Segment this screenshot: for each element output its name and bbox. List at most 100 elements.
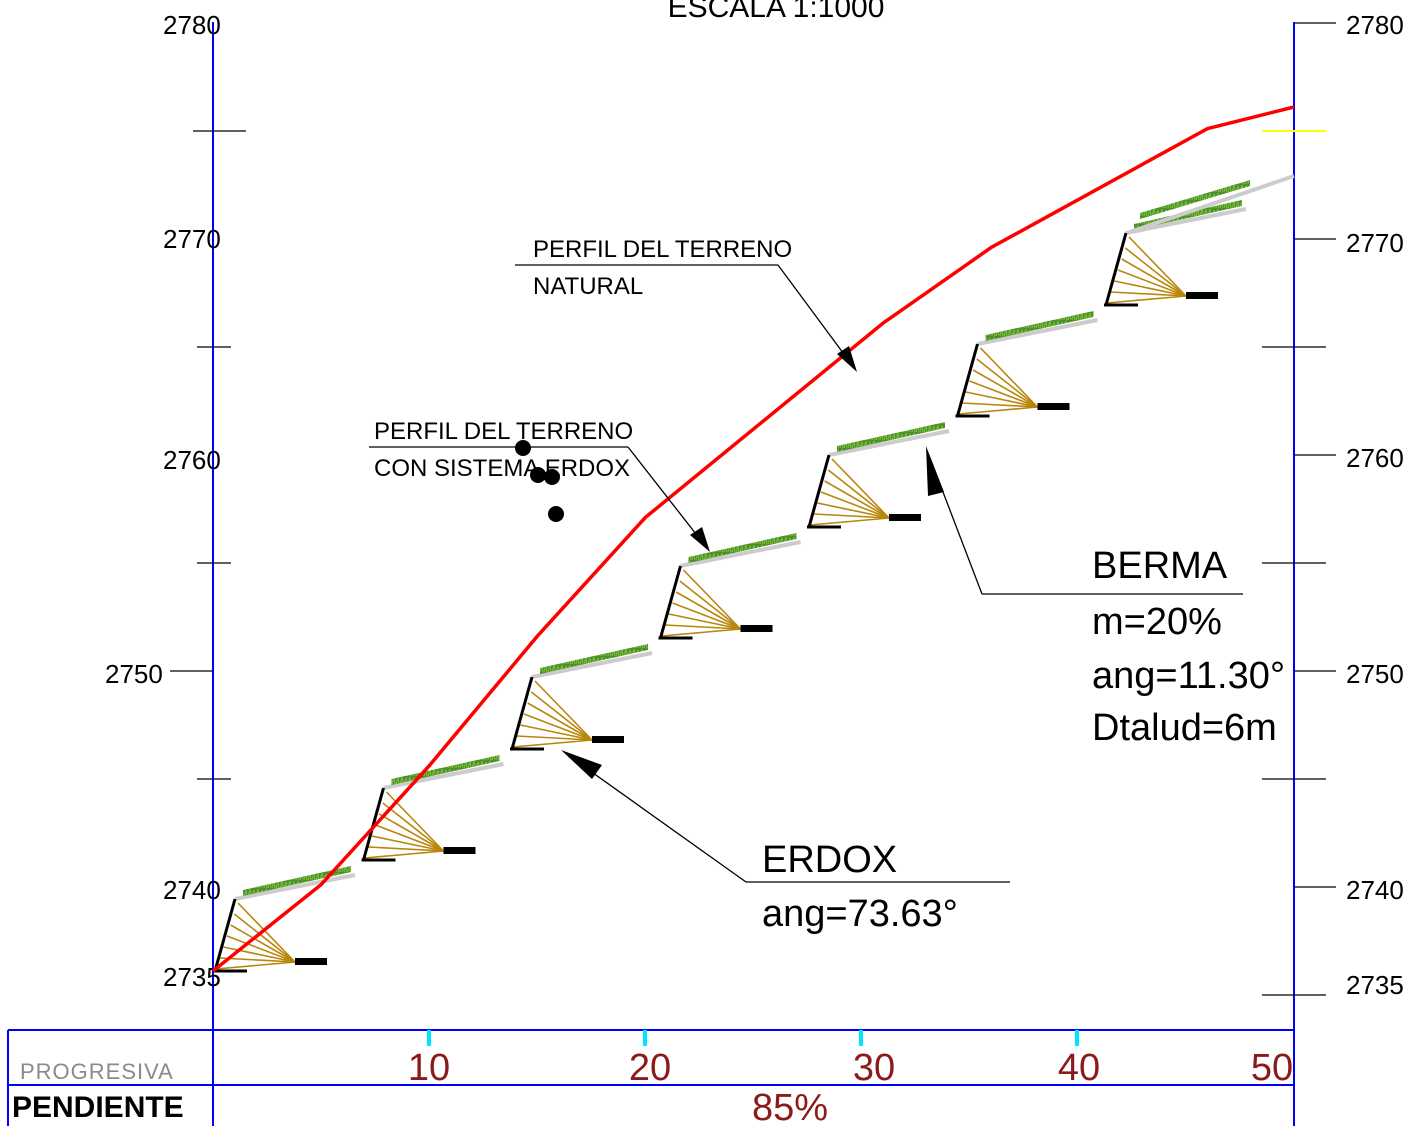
berm-vegetation [540,644,648,674]
erdox-anchor [675,591,741,630]
right-label-2760: 2760 [1346,443,1404,473]
berm-surface [1125,207,1247,235]
left-label-2735: 2735 [163,962,221,992]
berm-vegetation [243,866,351,896]
erdox-anchor [534,680,593,741]
erdox-anchor [820,491,890,519]
erdox-anchor [958,406,1038,415]
natural-profile-callout: PERFIL DEL TERRENO NATURAL [515,236,857,372]
erdox-wall [362,787,385,861]
x-label-50: 50 [1251,1047,1293,1089]
erdox-angle: ang=73.63° [762,893,958,935]
berma-title: BERMA [1092,545,1228,587]
top-berm-vegetation [1140,180,1250,219]
right-label-2735: 2735 [1346,970,1404,1000]
erdox-anchor [523,713,593,741]
erdox-anchor [368,846,444,852]
x-label-10: 10 [408,1047,450,1089]
erdox-anchor [219,957,296,963]
left-label-2760: 2760 [163,445,221,475]
right-label-2750: 2750 [1346,659,1404,689]
berm-surface [977,318,1098,346]
erdox-anchor [226,935,296,963]
erdox-anchor [1117,269,1187,297]
erdox-anchor [809,517,890,526]
erdox-anchor [665,624,741,630]
x-label-40: 40 [1058,1047,1100,1089]
berm-surface [531,651,653,679]
left-label-2770: 2770 [163,224,221,254]
erdox-anchor [969,380,1038,408]
x-label-30: 30 [853,1047,895,1089]
survey-points [515,440,564,522]
erdox-anchor [962,402,1038,408]
erdox-wall [213,898,237,972]
erdox-anchor [1110,291,1187,297]
erdox-anchor [661,628,741,637]
right-label-2740: 2740 [1346,875,1404,905]
erdox-anchor [371,835,444,852]
erdox-anchor [375,824,444,852]
erdox-anchor [512,739,593,748]
natural-profile-label-2: NATURAL [533,273,643,300]
pendiente-label: PENDIENTE [12,1091,184,1124]
right-label-2770: 2770 [1346,228,1404,258]
erdox-anchor [831,458,890,519]
right-elevation-axis: 2780 2770 2760 2750 2740 2735 [1262,10,1404,1126]
erdox-anchor [233,913,296,963]
erdox-anchor [378,813,444,852]
berma-angle: ang=11.30° [1092,655,1285,697]
erdox-anchor [1114,280,1187,297]
anchor-plate [740,625,773,632]
erdox-wall [807,454,831,528]
progresiva-label: PROGRESIVA [20,1059,174,1084]
erdox-anchor [813,513,890,519]
erdox-anchor [520,724,593,741]
profile-table: PROGRESIVA PENDIENTE 10 20 30 40 50 85% [7,1029,1294,1126]
berm-surface [383,762,504,790]
berm-surface [680,540,801,568]
berma-callout: BERMA m=20% ang=11.30° Dtalud=6m [926,446,1285,749]
left-elevation-axis: 2780 2770 2760 2750 2740 2735 [105,10,246,1126]
erdox-wall [510,676,534,750]
berm-vegetation [837,422,945,452]
erdox-anchor [223,946,296,963]
erdox-anchor [527,702,593,741]
berm-surface [234,873,356,901]
erdox-anchor [215,961,296,970]
anchor-plate [295,958,327,965]
berm-vegetation [688,533,797,563]
left-label-2750: 2750 [105,659,163,689]
anchor-plate [592,736,624,743]
erdox-terraces [213,174,1295,973]
top-berm-surface [1126,174,1295,235]
anchor-plate [889,514,921,521]
erdox-anchor [682,569,742,630]
erdox-anchor [1128,236,1187,297]
erdox-anchor [824,480,890,519]
natural-profile-label-1: PERFIL DEL TERRENO [533,236,792,263]
berm-vegetation [985,311,1094,341]
erdox-anchor [382,802,444,852]
erdox-anchor [976,358,1038,408]
erdox-anchor [972,369,1038,408]
erdox-callout: ERDOX ang=73.63° [561,750,1010,935]
erdox-anchor [679,580,741,630]
x-label-20: 20 [629,1047,671,1089]
erdox-anchor [1106,295,1187,304]
erdox-anchor [530,691,593,741]
erdox-anchor [516,735,593,741]
erdox-anchor [1121,258,1187,297]
erdox-profile-callout: PERFIL DEL TERRENO CON SISTEMA ERDOX [369,418,710,552]
erdox-anchor [1124,247,1187,297]
berma-dtalud: Dtalud=6m [1092,707,1277,749]
erdox-anchor [364,850,444,859]
erdox-profile-label-2: CON SISTEMA ERDOX [374,455,630,482]
anchor-plate [1186,292,1218,299]
erdox-anchor [965,391,1038,408]
terrain-natural-line [211,105,1295,973]
erdox-profile-label-1: PERFIL DEL TERRENO [374,418,633,445]
left-label-2740: 2740 [163,875,221,905]
erdox-anchor [817,502,890,519]
left-label-2780: 2780 [163,10,221,40]
